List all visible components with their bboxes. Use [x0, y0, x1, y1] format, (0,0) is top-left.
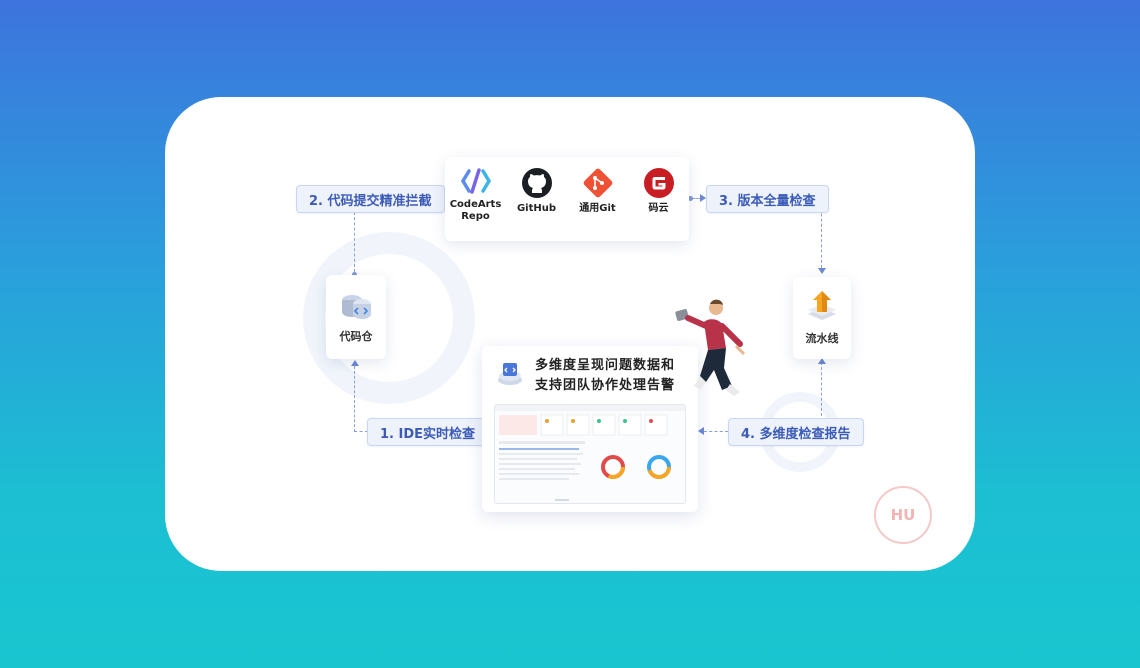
connector [354, 212, 355, 272]
repo-store-node: 代码仓 [326, 275, 386, 359]
repo-label: 通用Git [579, 203, 616, 214]
connector [821, 362, 822, 416]
repo-github: GitHub [508, 167, 566, 215]
codearts-icon [460, 168, 491, 194]
watermark-logo: HU [874, 486, 932, 544]
repo-label: GitHub [516, 203, 557, 214]
pipeline-label: 流水线 [805, 332, 839, 345]
connector-dot [352, 272, 357, 277]
repo-git: 通用Git [569, 167, 627, 215]
step-4-tag: 4. 多维度检查报告 [728, 418, 864, 446]
connector [821, 198, 822, 268]
connector-dot [688, 196, 693, 201]
connector [354, 431, 368, 432]
dashboard-title-line-2: 支持团队协作处理告警 [535, 378, 676, 393]
connector [704, 431, 728, 432]
step-2-tag: 2. 代码提交精准拦截 [296, 185, 445, 213]
arrow-up-icon [818, 358, 826, 364]
repo-providers-box: CodeArts Repo GitHub 通用Git 码云 [445, 157, 689, 241]
report-dashboard-panel: 多维度呈现问题数据和 支持团队协作处理告警 [482, 346, 698, 512]
dashboard-preview-graphic [495, 405, 685, 501]
repo-codearts: CodeArts Repo [447, 167, 505, 223]
repository-icon [342, 295, 371, 319]
arrow-left-icon [698, 427, 704, 435]
step-3-tag: 3. 版本全量检查 [706, 185, 829, 213]
pipeline-node: 流水线 [793, 277, 851, 359]
connector [354, 366, 355, 432]
step-1-tag: 1. IDE实时检查 [367, 418, 489, 446]
repo-label: CodeArts Repo [449, 199, 502, 222]
dashboard-title: 多维度呈现问题数据和 支持团队协作处理告警 [535, 356, 675, 396]
dashboard-title-line-1: 多维度呈现问题数据和 [535, 358, 676, 373]
repo-gitee: 码云 [630, 167, 688, 215]
arrow-down-icon [818, 268, 826, 274]
arrow-right-icon [700, 194, 706, 202]
git-icon [583, 168, 612, 198]
report-icon [498, 363, 522, 385]
repo-label: 码云 [648, 203, 669, 214]
dashboard-preview [494, 404, 686, 504]
arrow-up-icon [351, 360, 359, 366]
pipeline-icon [808, 291, 836, 320]
github-icon [521, 168, 552, 198]
person-illustration [675, 299, 746, 396]
connector [692, 198, 702, 199]
repo-store-label: 代码仓 [339, 330, 373, 343]
gitee-icon [643, 168, 674, 198]
